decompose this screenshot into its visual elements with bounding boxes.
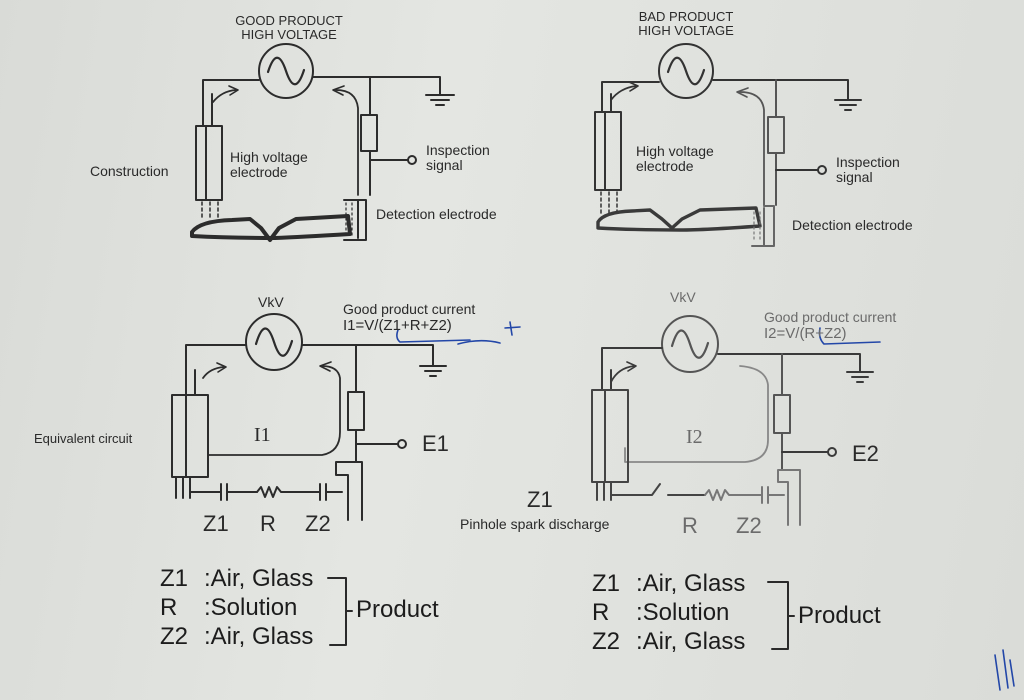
legend-code: Z1: [160, 565, 189, 593]
title-line-2: HIGH VOLTAGE: [638, 23, 734, 39]
current-formula-label: I1=V/(Z1+R+Z2): [343, 317, 452, 334]
bottle-product-icon: [190, 214, 352, 242]
source-voltage-label: VkV: [258, 294, 284, 310]
title-line-2: HIGH VOLTAGE: [241, 27, 337, 43]
bottle-product-icon: [596, 206, 762, 232]
bad-product-circuit: [594, 43, 862, 247]
legend-code: R: [592, 599, 610, 627]
detection-electrode-label: Detection electrode: [792, 217, 913, 233]
ground-icon: [425, 94, 455, 106]
line-2: electrode: [230, 164, 288, 181]
legend-left: Z1 :Air, Glass R :Solution Z2 :Air, Glas…: [160, 565, 313, 652]
good-product-title: GOOD PRODUCT HIGH VOLTAGE: [226, 13, 352, 43]
e1-terminal-label: E1: [422, 431, 449, 456]
z1-label: Z1: [203, 511, 229, 536]
legend-brackets: [327, 577, 795, 650]
loop-current-label: I1: [254, 424, 271, 446]
good-product-circuit: [190, 43, 455, 242]
resistor-icon: [773, 394, 791, 434]
legend-row: R :Solution: [160, 594, 313, 623]
inspection-signal-label: Inspection signal: [426, 142, 490, 174]
hv-electrode-label: High voltage electrode: [636, 143, 714, 175]
hv-electrode-icon: [591, 389, 629, 483]
r-label: R: [682, 513, 698, 538]
legend-desc: :Solution: [204, 594, 298, 622]
line-2: electrode: [636, 158, 694, 175]
title-line-1: GOOD PRODUCT: [235, 13, 343, 28]
pinhole-spark-label: Pinhole spark discharge: [460, 516, 610, 532]
current-title-label: Good product current: [343, 301, 476, 317]
ac-source-icon: [245, 313, 303, 371]
e1-terminal-icon: [397, 439, 407, 449]
loop-current-label: I2: [686, 426, 703, 448]
bad-product-title: BAD PRODUCT HIGH VOLTAGE: [624, 9, 748, 39]
line-2: signal: [836, 169, 873, 186]
resistor-icon: [360, 114, 378, 152]
z2-label: Z2: [305, 511, 331, 536]
source-voltage-label: VkV: [670, 289, 696, 305]
e2-terminal-icon: [827, 447, 837, 457]
ground-icon: [834, 99, 862, 111]
line-1: Inspection: [426, 142, 490, 158]
resistor-icon: [767, 116, 785, 154]
current-formula-label: I2=V/(R+Z2): [764, 325, 847, 342]
line-1: High voltage: [230, 149, 308, 165]
ac-source-icon: [658, 43, 714, 99]
ac-source-icon: [661, 315, 719, 373]
line-2: signal: [426, 157, 463, 174]
title-line-1: BAD PRODUCT: [638, 9, 734, 24]
ground-icon: [846, 371, 874, 383]
legend-group-label: Product: [798, 602, 881, 629]
e2-terminal-label: E2: [852, 441, 879, 466]
line-1: Inspection: [836, 154, 900, 170]
legend-row: Z2 :Air, Glass: [160, 623, 313, 652]
hv-electrode-icon: [171, 394, 209, 478]
legend-desc: :Solution: [636, 599, 730, 627]
legend-code: Z1: [592, 570, 621, 598]
ac-source-icon: [258, 43, 314, 99]
legend-right: Z1 :Air, Glass R :Solution Z2 :Air, Glas…: [592, 570, 745, 657]
legend-code: R: [160, 594, 178, 622]
hv-electrode-icon: [195, 125, 223, 201]
legend-desc: :Air, Glass: [204, 565, 314, 593]
inspection-signal-label: Inspection signal: [836, 154, 900, 186]
inspection-terminal-icon: [407, 155, 417, 165]
current-arrow-icon: [212, 89, 237, 103]
pen-annotations: [396, 321, 1015, 691]
legend-desc: :Air, Glass: [636, 628, 746, 656]
bad-equivalent-circuit: [591, 315, 874, 526]
good-equivalent-circuit: [171, 313, 447, 521]
legend-row: Z2 :Air, Glass: [592, 628, 745, 657]
equivalent-circuit-label: Equivalent circuit: [34, 431, 133, 446]
legend-desc: :Air, Glass: [636, 570, 746, 598]
legend-row: R :Solution: [592, 599, 745, 628]
line-1: High voltage: [636, 143, 714, 159]
legend-desc: :Air, Glass: [204, 623, 314, 651]
resistor-icon: [347, 391, 365, 431]
r-label: R: [260, 511, 276, 536]
hv-electrode-label: High voltage electrode: [230, 149, 308, 181]
z2-label: Z2: [736, 513, 762, 538]
inspection-terminal-icon: [817, 165, 827, 175]
legend-code: Z2: [592, 628, 621, 656]
hv-electrode-icon: [594, 111, 622, 191]
legend-group-label: Product: [356, 596, 439, 623]
ground-icon: [419, 365, 447, 377]
legend-row: Z1 :Air, Glass: [160, 565, 313, 594]
current-arrow-icon: [610, 85, 637, 101]
construction-label: Construction: [90, 163, 169, 179]
detection-electrode-label: Detection electrode: [376, 206, 497, 222]
z1-label: Z1: [527, 487, 553, 512]
legend-row: Z1 :Air, Glass: [592, 570, 745, 599]
current-title-label: Good product current: [764, 309, 897, 325]
legend-code: Z2: [160, 623, 189, 651]
